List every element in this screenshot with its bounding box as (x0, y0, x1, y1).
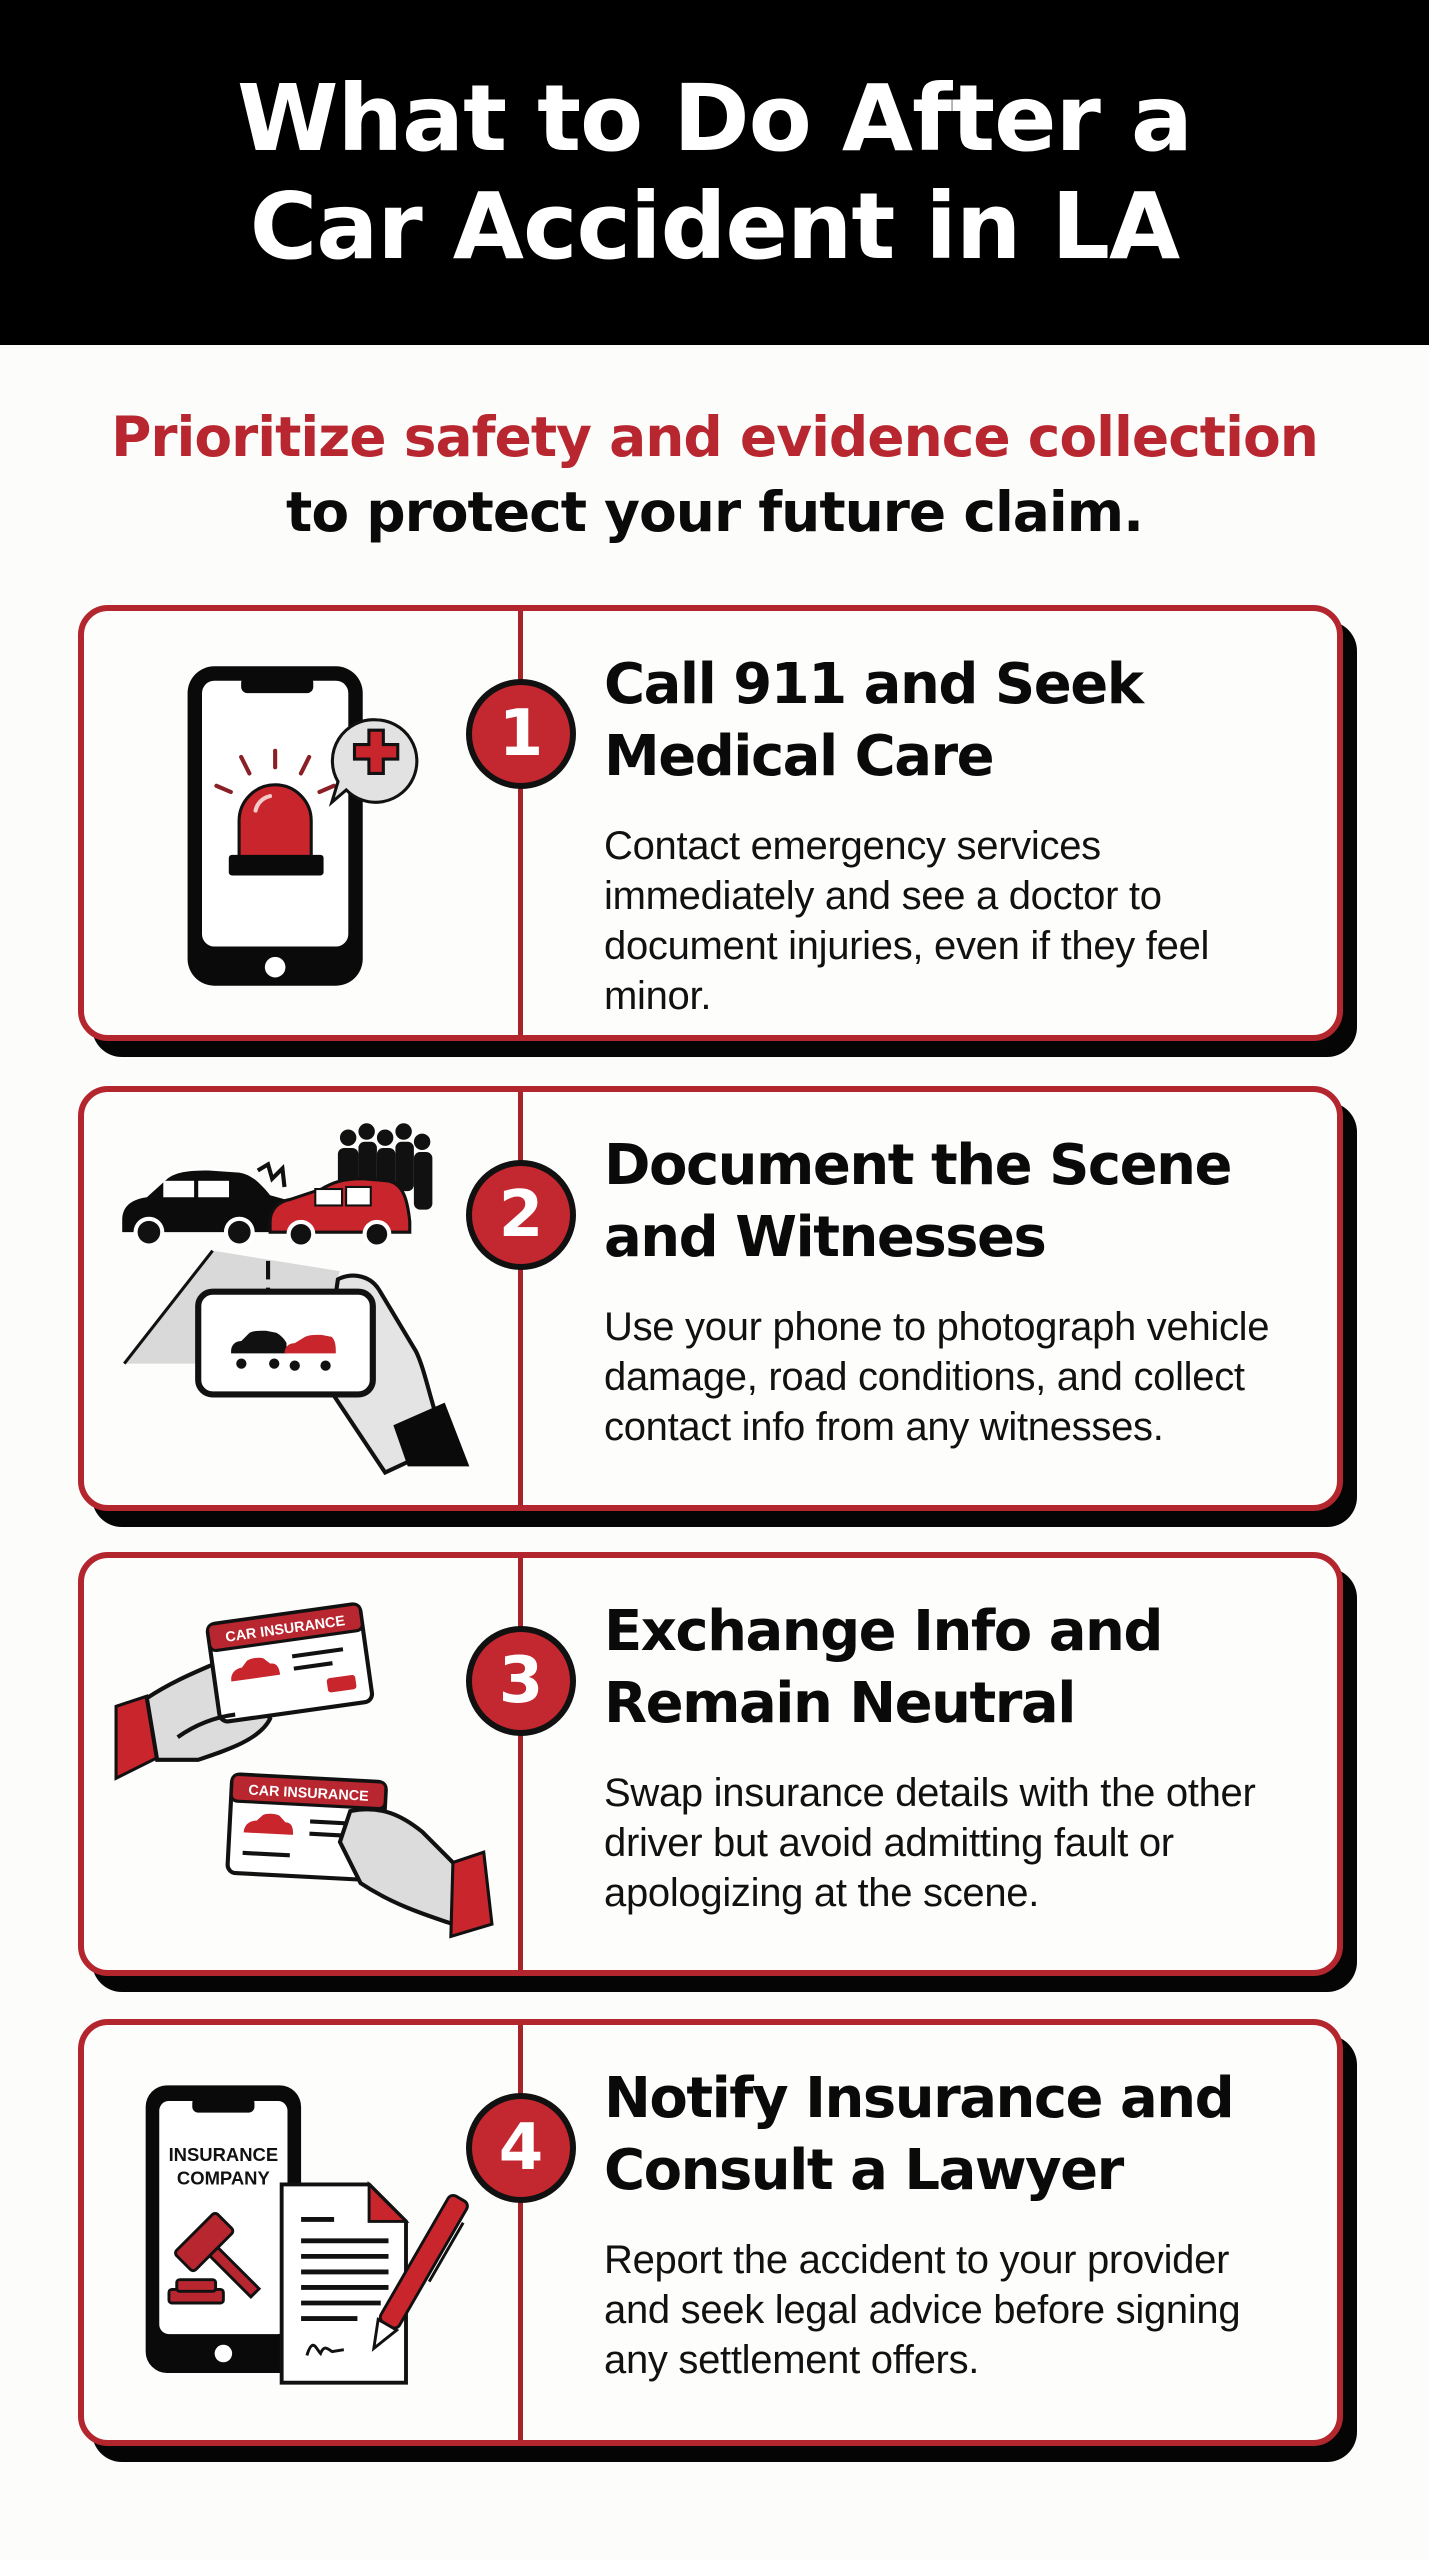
step-description: Report the accident to your provider and… (604, 2238, 1241, 2382)
svg-text:COMPANY: COMPANY (177, 2167, 270, 2188)
subtitle-highlight: Prioritize safety and evidence collectio… (111, 405, 1319, 469)
svg-text:INSURANCE: INSURANCE (169, 2144, 279, 2165)
step-title: Notify Insurance and Consult a Lawyer (604, 2066, 1235, 2203)
step-title: Call 911 and Seek Medical Care (604, 652, 1144, 789)
step-description: Swap insurance details with the other dr… (604, 1771, 1256, 1915)
step-card-1: 1 Call 911 and Seek Medical Care Contact… (78, 605, 1343, 1041)
step-number-badge: 4 (466, 2093, 576, 2203)
step-card-4: INSURANCE COMPANY (78, 2019, 1343, 2446)
step-title: Exchange Info and Remain Neutral (604, 1599, 1163, 1736)
step-number-badge: 3 (466, 1626, 576, 1736)
card-divider (518, 611, 523, 1035)
step-card-2: 2 Document the Scene and Witnesses Use y… (78, 1086, 1343, 1511)
card-divider (518, 2025, 523, 2440)
subtitle-rest: to protect your future claim. (286, 480, 1144, 544)
subtitle: Prioritize safety and evidence collectio… (0, 400, 1429, 550)
phone-siren-medical-icon (114, 651, 494, 1001)
page-title-line-1: What to Do After a (237, 64, 1193, 172)
step-card-3: CAR INSURANCE CAR INSURANCE 3 Exchange I (78, 1552, 1343, 1976)
insurance-legal-document-icon: INSURANCE COMPANY (114, 2065, 494, 2405)
car-crash-photo-icon (114, 1112, 494, 1492)
step-number-badge: 2 (466, 1160, 576, 1270)
page-title-line-2: Car Accident in LA (249, 172, 1180, 280)
insurance-card-exchange-icon: CAR INSURANCE CAR INSURANCE (114, 1588, 494, 1948)
card-divider (518, 1558, 523, 1970)
card-divider (518, 1092, 523, 1505)
step-title: Document the Scene and Witnesses (604, 1133, 1232, 1270)
header-banner: What to Do After a Car Accident in LA (0, 0, 1429, 345)
step-description: Contact emergency services immediately a… (604, 824, 1210, 1018)
svg-text:CAR INSURANCE: CAR INSURANCE (248, 1783, 370, 1805)
step-description: Use your phone to photograph vehicle dam… (604, 1305, 1270, 1449)
step-number-badge: 1 (466, 679, 576, 789)
